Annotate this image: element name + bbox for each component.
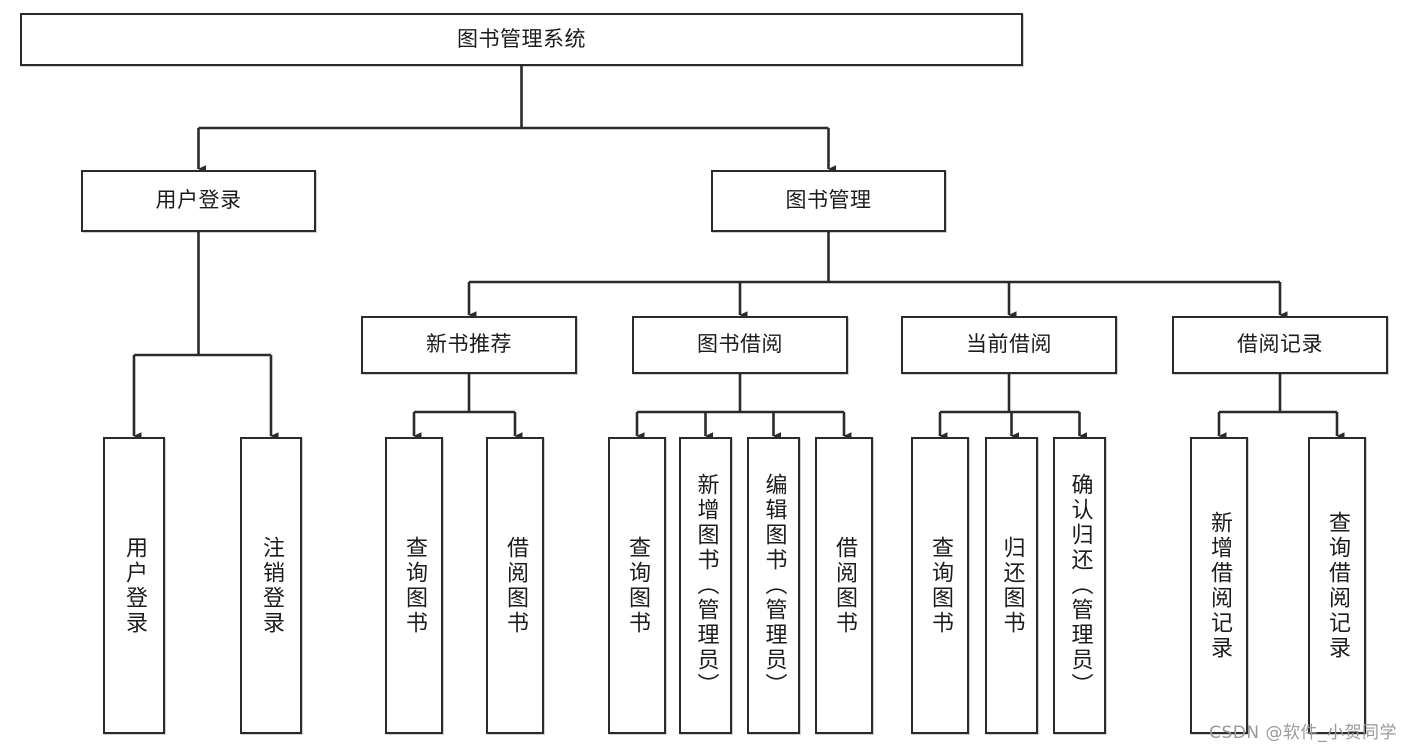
node-label: 新增借阅记录 xyxy=(1207,510,1232,661)
node-label: 当前借阅 xyxy=(966,332,1052,357)
leaf-query-borrowing-record[interactable]: 查询借阅记录 xyxy=(1308,437,1366,734)
watermark-text: CSDN @软件_小贺同学 xyxy=(1209,723,1397,743)
node-label: 图书借阅 xyxy=(697,332,783,357)
node-label: 新增图书（管理员） xyxy=(693,473,719,698)
leaf-return-book[interactable]: 归还图书 xyxy=(985,437,1038,734)
leaf-query-book-current[interactable]: 查询图书 xyxy=(911,437,969,734)
node-current-borrowing[interactable]: 当前借阅 xyxy=(901,316,1117,374)
leaf-edit-book-admin[interactable]: 编辑图书（管理员） xyxy=(747,437,800,734)
node-label: 注销登录 xyxy=(259,535,284,636)
node-label: 图书管理系统 xyxy=(457,26,586,51)
leaf-borrow-book-borrowing[interactable]: 借阅图书 xyxy=(815,437,873,734)
node-user-login[interactable]: 用户登录 xyxy=(81,170,316,232)
node-label: 新书推荐 xyxy=(426,332,512,357)
node-label: 查询借阅记录 xyxy=(1325,510,1350,661)
node-book-borrowing[interactable]: 图书借阅 xyxy=(632,316,848,374)
leaf-add-borrowing-record[interactable]: 新增借阅记录 xyxy=(1190,437,1248,734)
leaf-confirm-return-admin[interactable]: 确认归还（管理员） xyxy=(1053,437,1106,734)
node-label: 用户登录 xyxy=(155,188,242,213)
node-label: 图书管理 xyxy=(785,188,872,213)
node-label: 查询图书 xyxy=(928,535,953,636)
leaf-borrow-book-new-recommendation[interactable]: 借阅图书 xyxy=(486,437,544,734)
leaf-query-book-borrowing[interactable]: 查询图书 xyxy=(608,437,666,734)
node-book-management[interactable]: 图书管理 xyxy=(711,170,946,232)
node-root-book-management-system[interactable]: 图书管理系统 xyxy=(20,13,1023,66)
node-label: 编辑图书（管理员） xyxy=(761,473,787,698)
node-label: 查询图书 xyxy=(625,535,650,636)
leaf-user-login[interactable]: 用户登录 xyxy=(103,437,165,734)
node-label: 借阅图书 xyxy=(503,535,528,636)
node-label: 借阅记录 xyxy=(1237,332,1323,357)
leaf-add-book-admin[interactable]: 新增图书（管理员） xyxy=(679,437,732,734)
node-label: 归还图书 xyxy=(999,535,1025,636)
leaf-query-book-new-recommendation[interactable]: 查询图书 xyxy=(385,437,443,734)
leaf-logout[interactable]: 注销登录 xyxy=(240,437,302,734)
node-borrowing-records[interactable]: 借阅记录 xyxy=(1172,316,1388,374)
node-new-book-recommendation[interactable]: 新书推荐 xyxy=(361,316,577,374)
node-label: 确认归还（管理员） xyxy=(1067,473,1093,698)
node-label: 查询图书 xyxy=(402,535,427,636)
node-label: 借阅图书 xyxy=(832,535,857,636)
node-label: 用户登录 xyxy=(122,535,147,636)
